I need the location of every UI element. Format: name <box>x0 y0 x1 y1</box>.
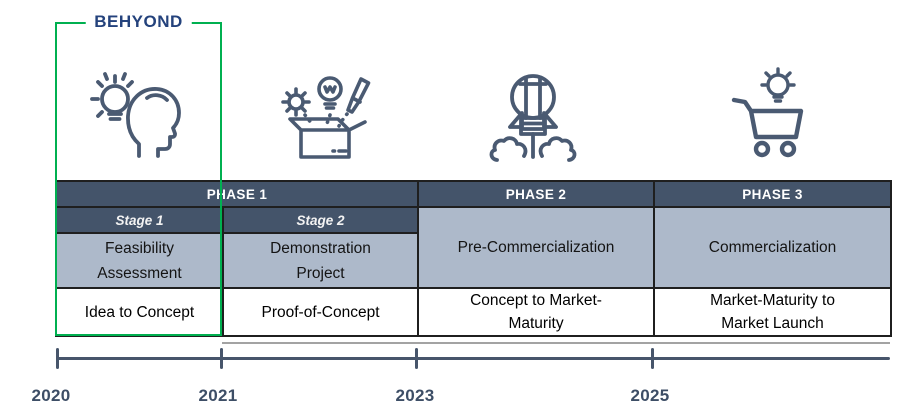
demonstration-project-cell: Demonstration Project <box>221 232 420 289</box>
table-bottom-divider <box>222 342 890 344</box>
market-cart-icon <box>714 62 814 166</box>
behyond-highlight-box: BEHYOND <box>55 12 222 336</box>
commercialization-cell: Commercialization <box>653 206 893 289</box>
behyond-label: BEHYOND <box>85 12 192 32</box>
stage1-cell: Stage 1 <box>55 206 224 234</box>
year-label-2025: 2025 <box>630 386 670 405</box>
idea-to-concept-cell: Idea to Concept <box>55 287 224 337</box>
feasibility-assessment-cell: Feasibility Assessment <box>55 232 224 289</box>
market-maturity-to-launch-cell: Market-Maturity to Market Launch <box>653 287 893 337</box>
proof-of-concept-cell: Proof-of-Concept <box>221 287 420 337</box>
timeline-tick-2021 <box>220 348 223 369</box>
timeline-axis <box>57 357 890 360</box>
phase1-header: PHASE 1 <box>54 180 420 208</box>
year-label-2023: 2023 <box>395 386 435 405</box>
launch-rocket-icon <box>483 62 583 166</box>
phase3-header: PHASE 3 <box>653 180 893 208</box>
concept-to-market-maturity-cell: Concept to Market- Maturity <box>417 287 656 337</box>
year-label-2020: 2020 <box>31 386 71 405</box>
phase2-header: PHASE 2 <box>417 180 656 208</box>
phase-table: PHASE 1 PHASE 2 PHASE 3 Stage 1 Stage 2 … <box>54 180 893 337</box>
pre-commercialization-cell: Pre-Commercialization <box>417 206 656 289</box>
stage2-cell: Stage 2 <box>221 206 420 234</box>
timeline-tick-2025 <box>651 348 654 369</box>
prototype-box-icon <box>276 62 376 166</box>
timeline-tick-2023 <box>415 348 418 369</box>
idea-head-icon <box>84 62 184 166</box>
year-label-2021: 2021 <box>198 386 238 405</box>
timeline-tick-2020 <box>56 348 59 369</box>
